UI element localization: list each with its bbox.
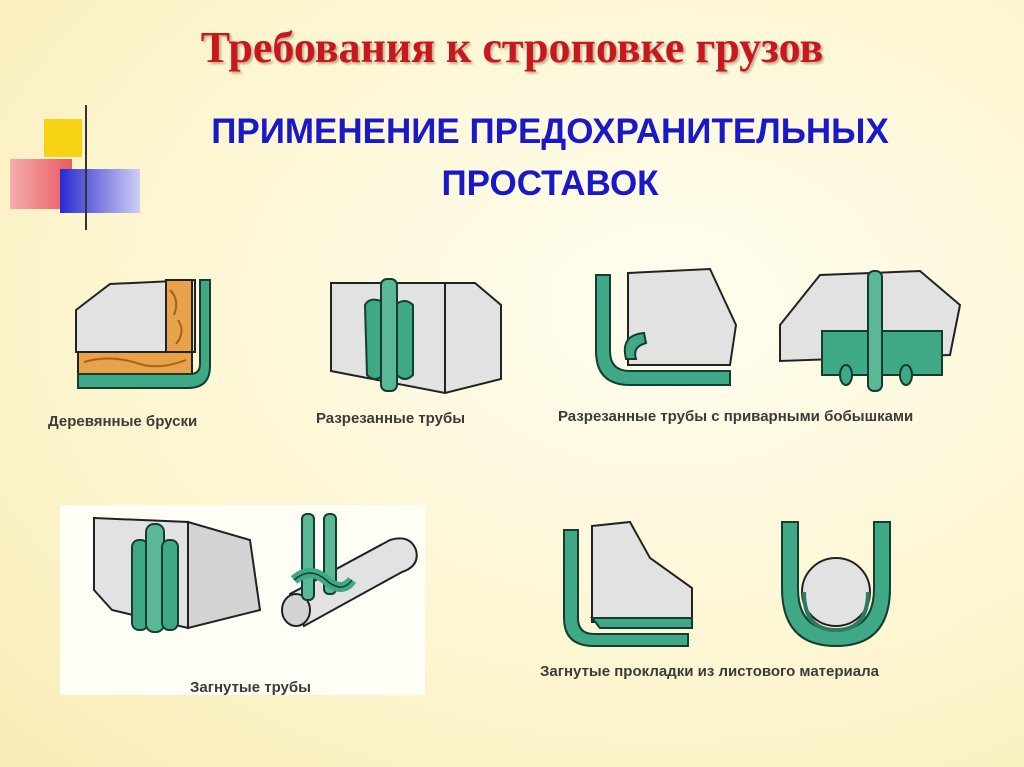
- split-pipes-illustration: [330, 278, 502, 395]
- vertical-wood-bar: [165, 279, 193, 355]
- split-pipes-bosses-illustration: [595, 267, 962, 392]
- caption-bent-pipes: Загнутые трубы: [190, 679, 311, 696]
- caption-split-pipes-bosses: Разрезанные трубы с приварными бобышками: [558, 408, 914, 425]
- bent-pipe: [161, 539, 179, 631]
- sheet-pad: [589, 617, 693, 629]
- load-block: [187, 520, 262, 630]
- blue-square: [60, 169, 140, 213]
- bent-pipes-illustration: [93, 513, 418, 633]
- decorative-squares: [10, 105, 980, 230]
- subtitle-line-2: ПРОСТАВОК: [441, 164, 659, 203]
- load-block: [330, 282, 502, 395]
- sheet-pad: [802, 591, 870, 633]
- wooden-bars-illustration: [75, 278, 211, 389]
- sling-rope: [323, 513, 337, 595]
- boss: [839, 364, 853, 386]
- load-block: [627, 267, 738, 366]
- caption-bent-sheet-pads: Загнутые прокладки из листового материал…: [540, 663, 879, 680]
- bent-sheet-pads-illustration: [563, 520, 891, 648]
- boss-pad: [623, 331, 648, 360]
- caption-split-pipes: Разрезанные трубы: [316, 410, 466, 427]
- slide-subtitle: ПРИМЕНЕНИЕ ПРЕДОХРАНИТЕЛЬНЫХ ПРОСТАВОК: [140, 106, 960, 210]
- round-load: [801, 557, 871, 627]
- caption-wooden-bars: Деревянные бруски: [48, 413, 198, 430]
- yellow-square: [44, 119, 82, 157]
- sling-band: [563, 529, 689, 647]
- boss: [899, 364, 913, 386]
- sling-rope: [301, 513, 315, 601]
- subtitle-line-1: ПРИМЕНЕНИЕ ПРЕДОХРАНИТЕЛЬНЫХ: [211, 112, 889, 151]
- sling-band: [595, 274, 731, 386]
- split-pipe: [393, 300, 414, 380]
- sling-rope: [867, 270, 883, 392]
- slide-title: Требования к строповке грузов: [200, 23, 824, 72]
- load-block: [591, 520, 693, 623]
- sling-band: [77, 279, 211, 389]
- sling-rope: [380, 278, 398, 392]
